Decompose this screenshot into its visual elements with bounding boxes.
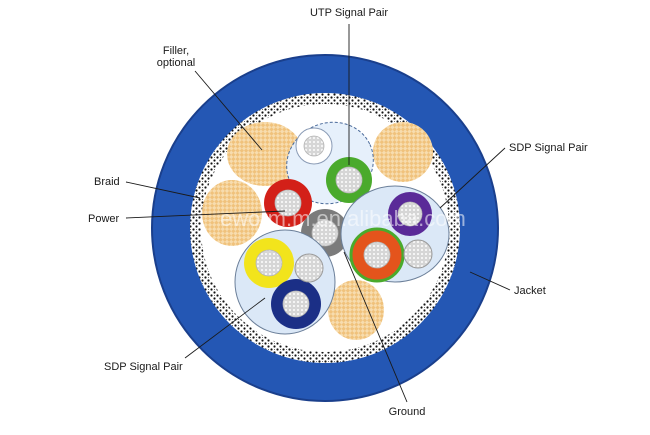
label-sdp-signal-pair-right: SDP Signal Pair: [509, 142, 588, 154]
filler-group: [202, 122, 433, 340]
label-optional: optional: [157, 57, 196, 69]
filler-top-left: [227, 122, 303, 186]
watermark: eworm.m.en.alibaba.com: [220, 206, 466, 231]
label-utp-signal-pair: UTP Signal Pair: [310, 7, 388, 19]
label-braid: Braid: [94, 176, 120, 188]
sdp-bottom-drain: [294, 253, 324, 283]
label-ground: Ground: [389, 406, 426, 418]
leader-lines: [125, 24, 511, 403]
label-sdp-signal-pair-bottom: SDP Signal Pair: [104, 361, 183, 373]
utp-signal-pair: [286, 121, 374, 205]
sdp-signal-pair-right: [340, 185, 450, 283]
label-power: Power: [88, 213, 120, 225]
filler-top-right: [373, 122, 433, 182]
sdp-right-drain: [403, 239, 433, 269]
filler-bottom: [328, 280, 384, 340]
sdp-signal-pair-bottom: [234, 229, 336, 335]
label-filler: Filler,: [163, 45, 189, 57]
label-jacket: Jacket: [514, 285, 546, 297]
power-conductor: [264, 179, 312, 227]
